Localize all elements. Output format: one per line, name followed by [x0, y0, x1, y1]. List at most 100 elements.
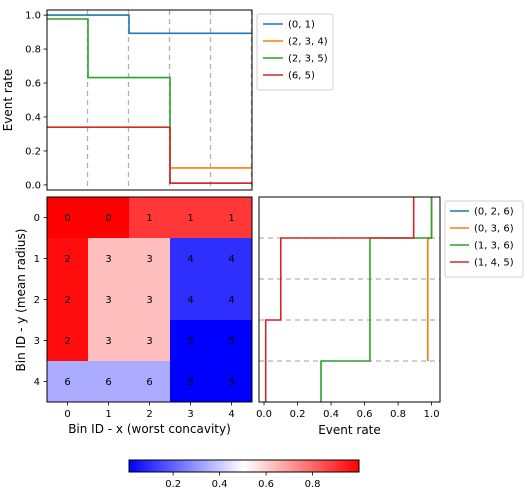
heatmap-cell: [88, 238, 130, 280]
top-y-tick-label: 0.0: [25, 180, 41, 191]
right-series-group: [264, 197, 433, 402]
heatmap-cell: [170, 279, 212, 321]
heatmap-cell-label: 0: [64, 213, 70, 224]
heatmap-cell-label: 3: [105, 254, 111, 265]
colorbar-tick-label: 0.2: [165, 479, 181, 490]
heatmap-y-tick-label: 3: [34, 336, 40, 347]
heatmap-panel: 0 0 1 1 1 2 3 3 4 4 2 3 3 4 4 2 3 3 5 5 6 6 6 5 5 0 1 2 3 4 0 1 2 3 4 Bin…: [14, 196, 253, 436]
heatmap-cell-label: 2: [64, 295, 70, 306]
right-x-tick-label: 0.0: [256, 409, 272, 420]
top-series-group: [47, 14, 252, 185]
heatmap-x-tick-label: 0: [64, 409, 70, 420]
colorbar-gradient: [128, 459, 360, 473]
heatmap-cell-label: 5: [228, 377, 234, 388]
heatmap-cell: [170, 361, 212, 403]
right-legend-label: (0, 2, 6): [474, 207, 514, 218]
top-legend-frame: [256, 13, 334, 91]
heatmap-cell: [47, 238, 89, 280]
top-legend-label: (6, 5): [288, 71, 315, 82]
heatmap-cell: [47, 197, 89, 239]
top-y-tick-label: 0.8: [25, 45, 41, 56]
top-y-tick-label: 0.6: [25, 79, 41, 90]
heatmap-cell-label: 5: [187, 377, 193, 388]
right-legend-frame: [444, 200, 524, 278]
heatmap-y-axis-label: Bin ID - y (mean radius): [14, 229, 28, 372]
heatmap-cell-label: 1: [146, 213, 152, 224]
heatmap-cell-label: 6: [64, 377, 70, 388]
heatmap-cell: [211, 361, 253, 403]
heatmap-cell: [129, 320, 171, 362]
heatmap-ticks: 0 1 2 3 4 0 1 2 3 4: [34, 213, 235, 420]
heatmap-cell: [47, 320, 89, 362]
heatmap-cell: [47, 279, 89, 321]
right-axes-frame: [258, 196, 441, 403]
heatmap-cell: [129, 197, 171, 239]
heatmap-cell-label: 3: [105, 295, 111, 306]
top-legend-label: (0, 1): [288, 20, 315, 31]
heatmap-y-tick-label: 2: [34, 295, 40, 306]
heatmap-cell: [211, 197, 253, 239]
heatmap-cell: [129, 279, 171, 321]
heatmap-cell-label: 3: [105, 336, 111, 347]
right-series-line: [264, 197, 415, 402]
heatmap-cell: [129, 361, 171, 403]
right-x-tick-label: 0.6: [357, 409, 373, 420]
heatmap-cell-label: 2: [64, 254, 70, 265]
heatmap-cell: [88, 279, 130, 321]
top-legend-label: (2, 3, 4): [288, 37, 328, 48]
heatmap-cell: [129, 238, 171, 280]
heatmap-cell-label: 6: [105, 377, 111, 388]
heatmap-x-axis-label: Bin ID - x (worst concavity): [68, 422, 231, 436]
heatmap-y-tick-label: 0: [34, 213, 40, 224]
right-x-tick-label: 0.8: [390, 409, 406, 420]
top-y-tick-label: 0.2: [25, 146, 41, 157]
heatmap-cell: [170, 238, 212, 280]
top-y-ticks: 0.00.20.40.60.81.0: [25, 11, 47, 191]
heatmap-cell-label: 5: [228, 336, 234, 347]
heatmap-x-tick-label: 3: [187, 409, 193, 420]
top-series-line: [47, 14, 252, 35]
heatmap-cell-label: 1: [228, 213, 234, 224]
heatmap-cell-label: 3: [146, 336, 152, 347]
right-series-line: [320, 197, 433, 402]
heatmap-cell-label: 2: [64, 336, 70, 347]
heatmap-cell-label: 1: [187, 213, 193, 224]
heatmap-cell-label: 0: [105, 213, 111, 224]
right-x-tick-label: 0.2: [290, 409, 306, 420]
colorbar-tick-label: 0.4: [212, 479, 228, 490]
heatmap-cell-label: 6: [146, 377, 152, 388]
heatmap-cell: [170, 197, 212, 239]
heatmap-cell: [170, 320, 212, 362]
heatmap-cell-label: 4: [228, 254, 234, 265]
heatmap-x-tick-label: 1: [105, 409, 111, 420]
top-y-tick-label: 0.4: [25, 112, 41, 123]
right-x-tick-label: 1.0: [424, 409, 440, 420]
colorbar-tick-label: 0.8: [305, 479, 321, 490]
right-legend-label: (1, 4, 5): [474, 258, 514, 269]
right-x-axis-label: Event rate: [318, 423, 381, 437]
heatmap-cell-label: 4: [187, 295, 193, 306]
heatmap-x-tick-label: 2: [146, 409, 152, 420]
heatmap-cell: [211, 279, 253, 321]
heatmap-cell-label: 5: [187, 336, 193, 347]
heatmap-cell-label: 3: [146, 254, 152, 265]
right-legend-label: (0, 3, 6): [474, 224, 514, 235]
heatmap-cell: [88, 320, 130, 362]
top-legend: (0, 1)(2, 3, 4)(2, 3, 5)(6, 5): [256, 13, 334, 91]
right-legend-label: (1, 3, 6): [474, 241, 514, 252]
right-legend: (0, 2, 6) (0, 3, 6) (1, 3, 6) (1, 4, 5): [444, 200, 524, 278]
heatmap-cell-label: 4: [228, 295, 234, 306]
heatmap-y-tick-label: 1: [34, 254, 40, 265]
top-y-axis-label: Event rate: [1, 69, 15, 132]
heatmap-y-tick-label: 4: [34, 377, 40, 388]
heatmap-cell: [211, 320, 253, 362]
heatmap-x-tick-label: 4: [228, 409, 234, 420]
top-series-line: [47, 126, 252, 185]
heatmap-cell: [47, 361, 89, 403]
